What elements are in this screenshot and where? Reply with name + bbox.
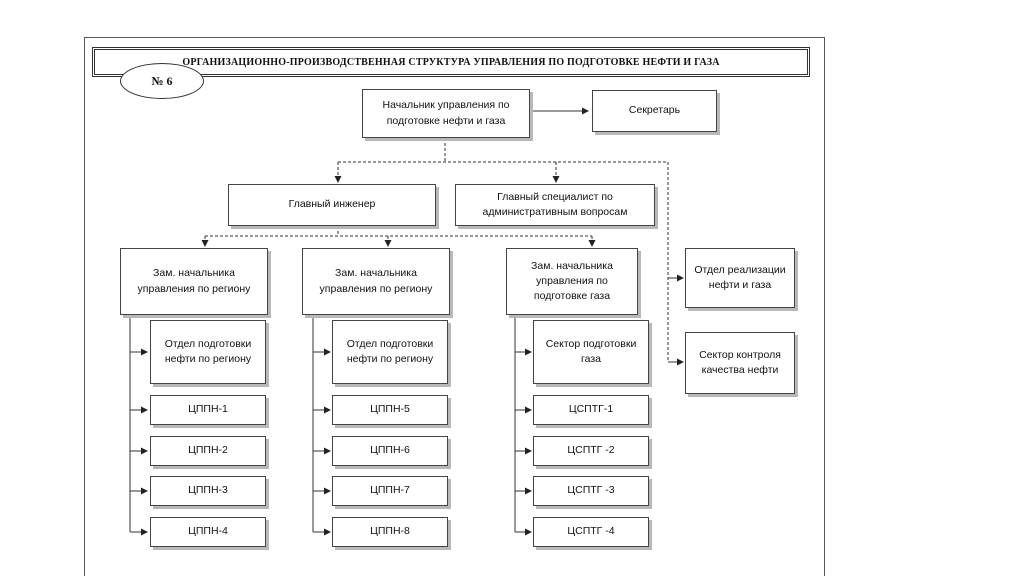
diagram-frame (84, 37, 825, 576)
node-csptg-1: ЦСПТГ-1 (533, 395, 649, 425)
node-admin-specialist: Главный специалист по административным в… (455, 184, 655, 226)
node-cppn-7: ЦППН-7 (332, 476, 448, 506)
node-oil-dept-2: Отдел подготовки нефти по региону (332, 320, 448, 384)
node-cppn-8: ЦППН-8 (332, 517, 448, 547)
node-cppn-6: ЦППН-6 (332, 436, 448, 466)
node-sales-dept: Отдел реализации нефти и газа (685, 248, 795, 308)
node-cppn-3: ЦППН-3 (150, 476, 266, 506)
node-chief-engineer: Главный инженер (228, 184, 436, 226)
diagram-number-badge: № 6 (120, 63, 204, 99)
node-cppn-1: ЦППН-1 (150, 395, 266, 425)
node-quality-sector: Сектор контроля качества нефти (685, 332, 795, 394)
node-csptg-3: ЦСПТГ -3 (533, 476, 649, 506)
node-deputy-gas: Зам. начальника управления по подготовке… (506, 248, 638, 315)
node-gas-sector: Сектор подготовки газа (533, 320, 649, 384)
node-csptg-4: ЦСПТГ -4 (533, 517, 649, 547)
node-head: Начальник управления по подготовке нефти… (362, 89, 530, 138)
diagram-title: ОРГАНИЗАЦИОННО-ПРОИЗВОДСТВЕННАЯ СТРУКТУР… (92, 47, 810, 77)
node-secretary: Секретарь (592, 90, 717, 132)
node-oil-dept-1: Отдел подготовки нефти по региону (150, 320, 266, 384)
node-cppn-2: ЦППН-2 (150, 436, 266, 466)
node-cppn-5: ЦППН-5 (332, 395, 448, 425)
node-cppn-4: ЦППН-4 (150, 517, 266, 547)
node-csptg-2: ЦСПТГ -2 (533, 436, 649, 466)
node-deputy-region-2: Зам. начальника управления по региону (302, 248, 450, 315)
node-deputy-region-1: Зам. начальника управления по региону (120, 248, 268, 315)
